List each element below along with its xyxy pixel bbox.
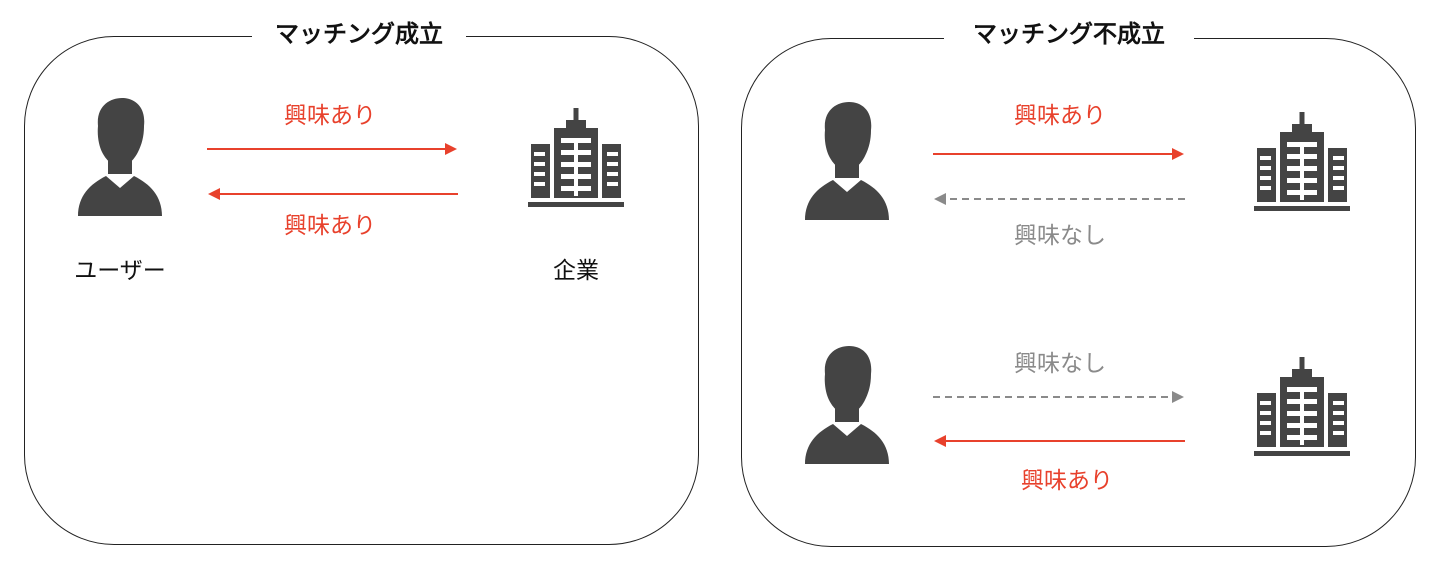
case1-arrow-label-top: 興味あり bbox=[1014, 103, 1106, 129]
case2-arrow-label-top: 興味なし bbox=[1014, 351, 1106, 377]
panel-title-success: マッチング成立 bbox=[252, 18, 466, 50]
user-person-icon-case1 bbox=[805, 102, 889, 220]
arrow-label-bottom: 興味あり bbox=[284, 213, 376, 239]
case1-arrow-label-bottom: 興味なし bbox=[1014, 223, 1106, 249]
company-building-icon-case1 bbox=[1254, 112, 1350, 211]
panel-title-failure: マッチング不成立 bbox=[944, 18, 1194, 50]
user-person-icon-case2 bbox=[805, 346, 889, 464]
company-building-icon bbox=[528, 108, 624, 207]
user-person-icon bbox=[78, 98, 162, 216]
user-label: ユーザー bbox=[74, 258, 166, 284]
case2-arrow-label-bottom: 興味あり bbox=[1021, 468, 1113, 494]
company-building-icon-case2 bbox=[1254, 357, 1350, 456]
company-label: 企業 bbox=[553, 258, 599, 284]
arrow-label-top: 興味あり bbox=[284, 103, 376, 129]
